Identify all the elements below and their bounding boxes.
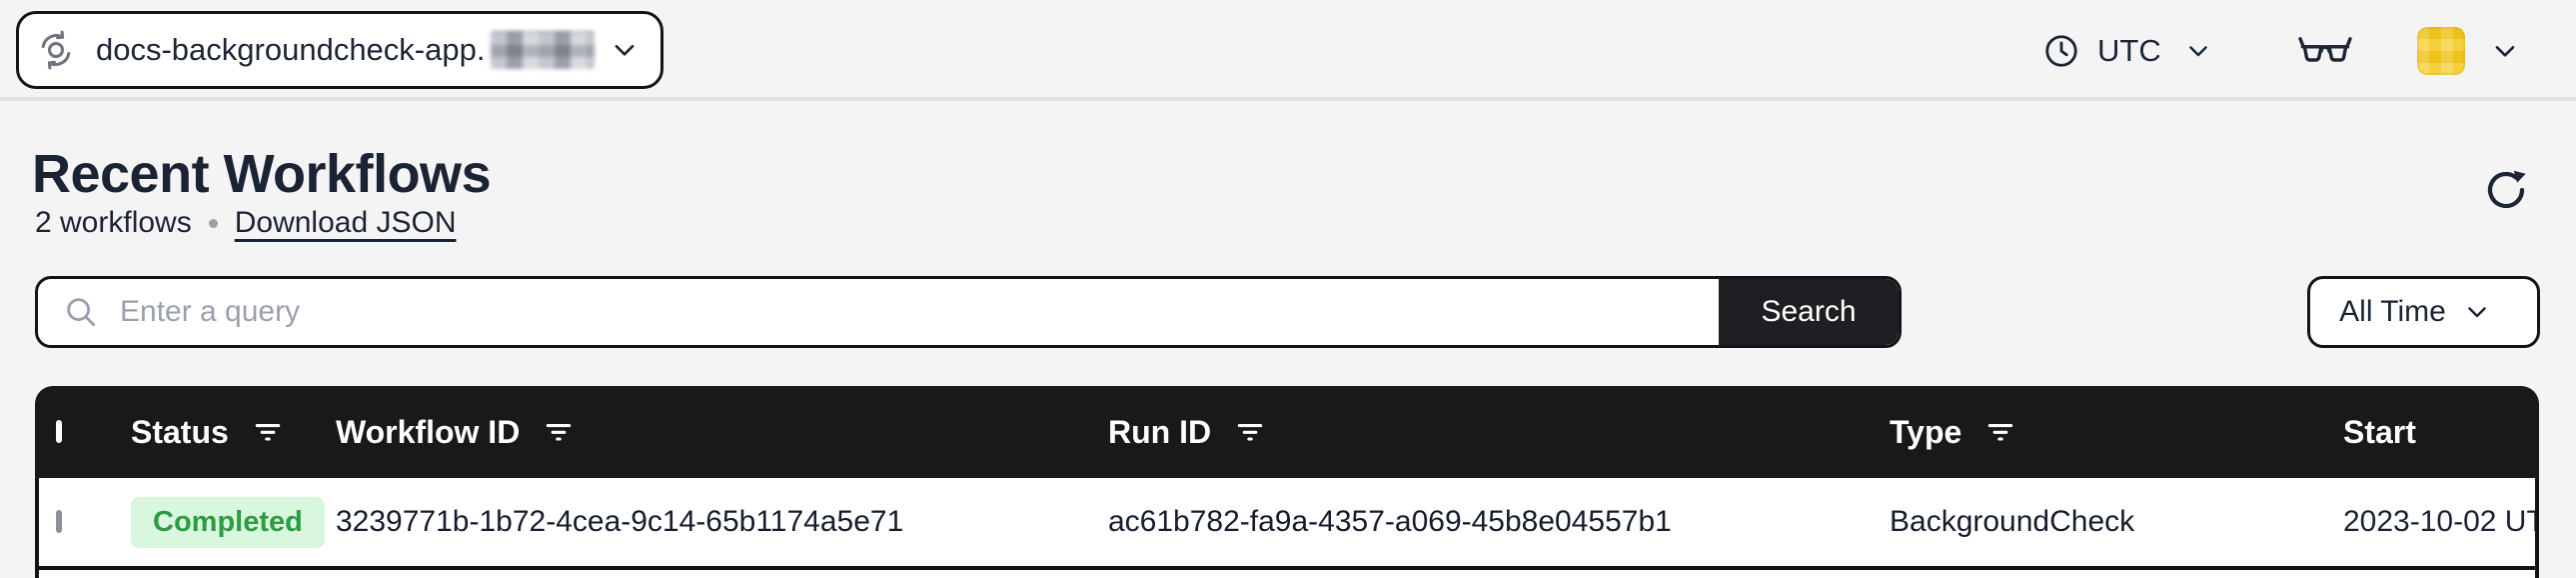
refresh-button[interactable] (2482, 164, 2534, 216)
column-header-workflow-id: Workflow ID (336, 414, 1108, 451)
workflow-type-link[interactable]: BackgroundCheck (1890, 505, 2135, 538)
avatar (2416, 26, 2465, 75)
column-header-status: Status (131, 414, 336, 451)
run-id-link[interactable]: ac61b782-fa9a-4357-a069-45b8e04557b1 (1108, 505, 1672, 538)
select-all-checkbox[interactable] (56, 420, 62, 443)
search-icon (62, 293, 100, 331)
filter-icon[interactable] (544, 421, 574, 443)
filter-icon[interactable] (253, 421, 283, 443)
sync-icon (33, 27, 79, 73)
user-menu[interactable] (2416, 26, 2521, 75)
chevron-down-icon (2489, 35, 2521, 67)
search-button[interactable]: Search (1719, 279, 1899, 345)
dot-separator (208, 218, 218, 228)
filter-icon[interactable] (1985, 421, 2015, 443)
timezone-label: UTC (2097, 32, 2161, 68)
start-time: 2023-10-02 UTC (2343, 505, 2535, 538)
redacted-namespace-suffix (491, 31, 596, 69)
next-row-clipped (35, 570, 2539, 578)
filter-icon[interactable] (1235, 421, 1265, 443)
labs-mode-button[interactable] (2298, 35, 2352, 67)
top-right-controls: UTC (2042, 0, 2521, 101)
clock-icon (2042, 32, 2080, 70)
query-bar: Search (35, 276, 1902, 348)
chevron-down-icon (2183, 36, 2213, 66)
workflow-count: 2 workflows (35, 206, 192, 239)
top-bar: docs-backgroundcheck-app. UTC (0, 0, 2576, 101)
workflow-summary: 2 workflows Download JSON (35, 206, 456, 240)
workflow-id-link[interactable]: 3239771b-1b72-4cea-9c14-65b1174a5e71 (336, 505, 904, 538)
query-input[interactable] (100, 279, 1719, 345)
namespace-name: docs-backgroundcheck-app. (96, 32, 486, 67)
column-header-run-id: Run ID (1108, 414, 1890, 451)
row-checkbox[interactable] (56, 510, 62, 533)
time-range-value: All Time (2339, 295, 2446, 328)
chevron-down-icon (609, 34, 641, 66)
status-badge: Completed (131, 496, 325, 548)
column-header-type: Type (1890, 414, 2343, 451)
time-range-filter[interactable]: All Time (2307, 276, 2540, 348)
timezone-selector[interactable]: UTC (2042, 32, 2213, 70)
download-json-link[interactable]: Download JSON (234, 206, 457, 239)
page-title: Recent Workflows (32, 144, 492, 204)
glasses-icon (2298, 35, 2352, 67)
namespace-selector[interactable]: docs-backgroundcheck-app. (16, 11, 663, 89)
table-header-row: Status Workflow ID (35, 386, 2539, 478)
chevron-down-icon (2462, 297, 2492, 327)
workflows-table: Status Workflow ID (35, 386, 2539, 578)
column-header-start: Start (2343, 413, 2416, 450)
table-row: Completed 3239771b-1b72-4cea-9c14-65b117… (35, 478, 2539, 570)
